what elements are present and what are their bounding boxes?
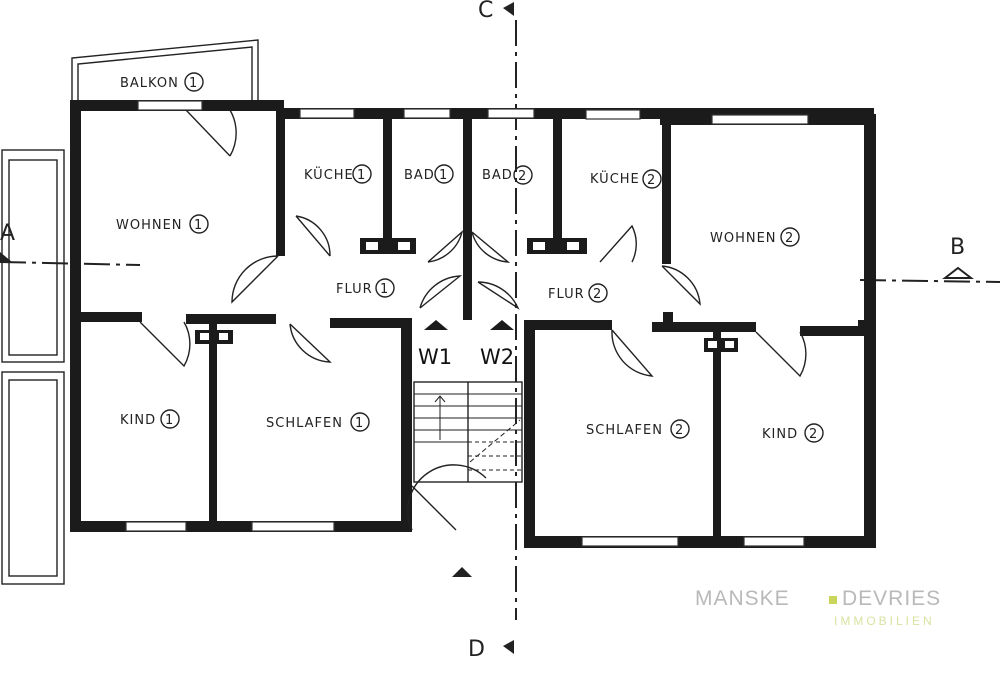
wohnen-2-unit-number: 2 xyxy=(785,231,794,246)
apartment-label-w2: W2 xyxy=(480,345,514,369)
svg-text:2: 2 xyxy=(647,173,656,188)
kueche-1-unit-number: 1 xyxy=(357,168,366,183)
room-label-kind-2: KIND xyxy=(762,427,798,442)
kind-2-unit-number: 2 xyxy=(809,427,818,442)
svg-text:2: 2 xyxy=(593,287,602,302)
room-label-kind-1: KIND xyxy=(120,413,156,428)
room-label-bad-2: BAD xyxy=(482,168,513,183)
room-label-kueche-1: KÜCHE xyxy=(304,166,354,183)
wohnen-1-unit-number: 1 xyxy=(194,218,203,233)
apartment-label-w1: W1 xyxy=(418,345,452,369)
room-label-wohnen-1: WOHNEN xyxy=(116,218,183,233)
schlafen-2-unit-number: 2 xyxy=(675,423,684,438)
flur-2-unit-number: 2 xyxy=(593,287,602,302)
bad-1-unit-number: 1 xyxy=(439,168,448,183)
brand-name-left: MANSKE xyxy=(695,587,790,610)
svg-text:2: 2 xyxy=(785,231,794,246)
bad-2-unit-number: 2 xyxy=(518,169,527,184)
room-label-balkon: BALKON xyxy=(120,76,179,91)
staircase xyxy=(413,320,523,483)
svg-text:1: 1 xyxy=(165,413,174,428)
svg-text:1: 1 xyxy=(357,168,366,183)
flur-1-unit-number: 1 xyxy=(380,282,389,297)
svg-text:1: 1 xyxy=(439,168,448,183)
svg-text:1: 1 xyxy=(194,218,203,233)
room-label-schlafen-1: SCHLAFEN xyxy=(266,416,343,431)
svg-text:2: 2 xyxy=(518,169,527,184)
svg-text:2: 2 xyxy=(675,423,684,438)
brand-accent-square xyxy=(829,596,837,604)
section-mark-d: D xyxy=(468,637,485,662)
section-lines xyxy=(0,2,1000,654)
kueche-2-unit-number: 2 xyxy=(647,173,656,188)
room-labels: BALKON 1 WOHNEN 1 KÜCHE 1 BAD 1 BAD 2 KÜ… xyxy=(116,72,824,443)
kind-1-unit-number: 1 xyxy=(165,413,174,428)
svg-text:1: 1 xyxy=(355,416,364,431)
room-label-flur-2: FLUR xyxy=(548,287,585,302)
svg-text:1: 1 xyxy=(380,282,389,297)
brand-watermark: MANSKE DEVRIES IMMOBILIEN xyxy=(695,587,941,628)
brand-name-right: DEVRIES xyxy=(842,587,941,610)
windows xyxy=(125,100,809,547)
room-label-kueche-2: KÜCHE xyxy=(590,170,640,187)
room-label-schlafen-2: SCHLAFEN xyxy=(586,423,663,438)
doors xyxy=(139,109,807,531)
room-label-flur-1: FLUR xyxy=(336,282,373,297)
room-label-bad-1: BAD xyxy=(404,168,435,183)
neighbour-building-outline xyxy=(1,149,65,585)
schlafen-1-unit-number: 1 xyxy=(355,416,364,431)
balkon-unit-number: 1 xyxy=(189,76,198,91)
section-mark-c: C xyxy=(478,0,493,23)
room-label-wohnen-2: WOHNEN xyxy=(710,231,777,246)
svg-text:2: 2 xyxy=(809,427,818,442)
section-mark-b: B xyxy=(950,235,965,260)
shafts xyxy=(195,238,738,352)
section-mark-a: A xyxy=(0,221,15,246)
interior-walls xyxy=(70,108,876,540)
svg-text:1: 1 xyxy=(189,76,198,91)
brand-subtitle: IMMOBILIEN xyxy=(834,614,935,628)
balcony xyxy=(71,39,259,102)
